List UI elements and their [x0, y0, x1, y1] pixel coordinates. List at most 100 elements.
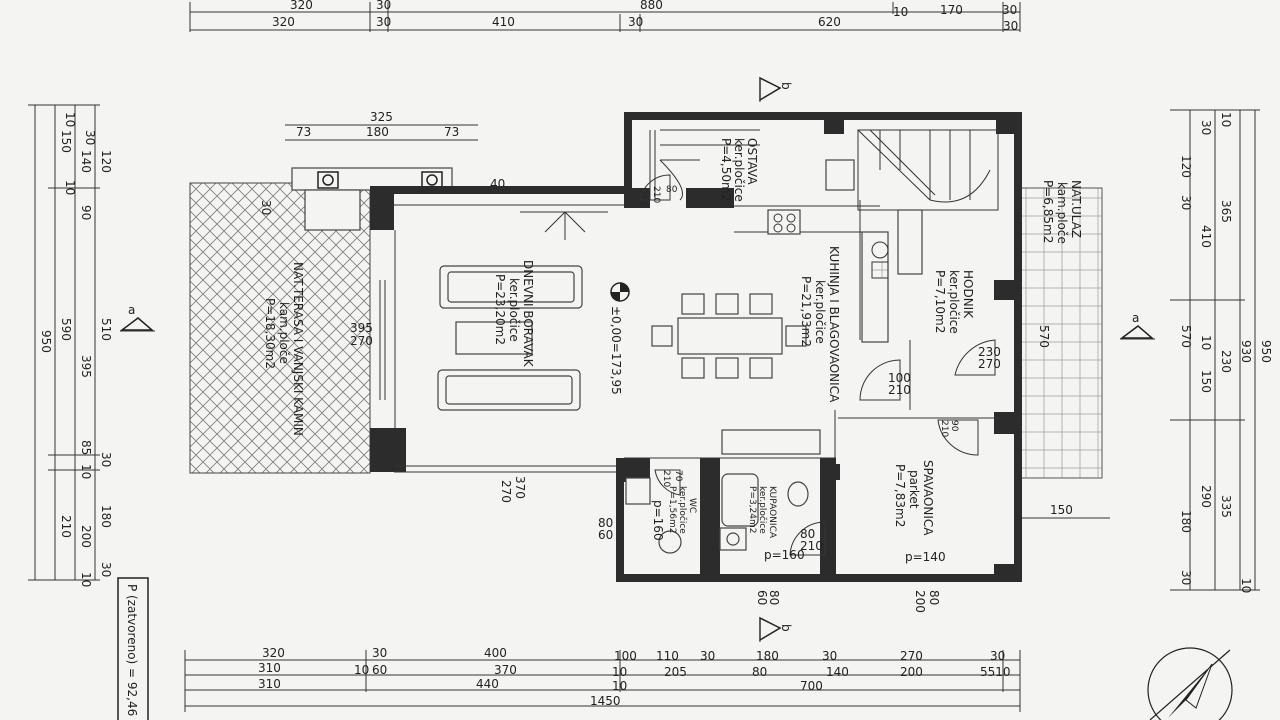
dim-left-10: 10	[79, 464, 93, 479]
svg-text:100: 100	[888, 371, 911, 385]
svg-text:P=4,50m2: P=4,50m2	[719, 138, 733, 201]
right-dimension-lines: 10 30 120 30 365 410 930 950 570 10 150 …	[1170, 109, 1273, 593]
dim-right-16: 10	[1239, 578, 1253, 593]
terrace-label: NAT.TERASA I VANJSKI KAMIN kam.ploče P=1…	[263, 262, 305, 436]
svg-text:ker.pločice: ker.pločice	[507, 278, 521, 342]
section-marker-a-left: a	[119, 303, 155, 332]
room-label-wc: WC ker.pločice P=1,56m2	[667, 486, 697, 534]
svg-text:70: 70	[673, 470, 683, 482]
svg-text:230: 230	[978, 345, 1001, 359]
dim-top-r2-5: 30	[1003, 19, 1018, 33]
svg-text:370: 370	[494, 663, 517, 677]
wardrobe-hall	[897, 209, 923, 275]
opening-labels: 80 210 395 270 100 210 230 270 90 210 37…	[350, 185, 1110, 613]
svg-text:ker.pločice: ker.pločice	[757, 486, 768, 534]
dining-table	[651, 293, 807, 379]
dim-top-r2-2: 410	[492, 15, 515, 29]
dim-right-0: 10	[1219, 112, 1233, 127]
svg-text:30: 30	[372, 646, 387, 660]
wc-toilet	[658, 530, 682, 554]
coffee-table	[455, 321, 533, 355]
dim-left-in-4: 180	[99, 505, 113, 528]
dim-left-6: 510	[99, 318, 113, 341]
svg-text:205: 205	[664, 665, 687, 679]
svg-text:30: 30	[822, 649, 837, 663]
dim-left-13: 10	[79, 572, 93, 587]
svg-text:270: 270	[900, 649, 923, 663]
door-swings	[639, 174, 996, 556]
dim-top-r2-0: 320	[272, 15, 295, 29]
dim-left-in-0: 120	[99, 150, 113, 173]
room-label-ostava: OSTAVA ker.pločice P=4,50m2	[719, 138, 759, 202]
svg-text:ker.pločice: ker.pločice	[947, 270, 961, 334]
dim-left-9: 30	[99, 452, 113, 467]
section-marker-b-top: b	[759, 76, 793, 102]
svg-text:90: 90	[949, 420, 959, 432]
section-label-b-top: b	[779, 82, 793, 90]
svg-text:P=3,24m2: P=3,24m2	[747, 486, 757, 534]
entrance-area-value: P=6,85m2	[1041, 180, 1055, 243]
dim-right-9: 10	[1199, 335, 1213, 350]
dim-top-r2-1: 30	[376, 15, 391, 29]
area-summary-text: P (zatvoreno) = 92,46 m2	[125, 584, 139, 720]
entrance-name: NAT.ULAZ	[1069, 180, 1083, 238]
dim-right-3: 30	[1179, 195, 1193, 210]
svg-text:KUPAONICA: KUPAONICA	[767, 486, 777, 539]
room-label-dnevni: DNEVNI BORAVAK ker.pločice P=23,20m2	[493, 260, 535, 368]
dim-left-3: 150	[59, 130, 73, 153]
svg-text:210: 210	[800, 539, 823, 553]
bathtub	[721, 473, 759, 527]
staircase	[659, 129, 999, 211]
svg-text:P=1,56m2: P=1,56m2	[667, 486, 677, 534]
svg-text:10: 10	[354, 663, 369, 677]
svg-text:100: 100	[614, 649, 637, 663]
dim-right-15: 30	[1179, 570, 1193, 585]
area-summary-box: P (zatvoreno) = 92,46 m2	[117, 577, 149, 720]
svg-text:210: 210	[888, 383, 911, 397]
svg-text:60: 60	[598, 528, 613, 542]
dim-right-14: 180	[1179, 510, 1193, 533]
wc-sink	[625, 477, 651, 505]
dim-terrace-c: 73	[444, 125, 459, 139]
svg-text:HODNIK: HODNIK	[961, 270, 975, 319]
dim-top-r1-4: 170	[940, 3, 963, 17]
level-mark: ±0,00=173,95	[609, 282, 630, 395]
bottom-dimension-lines: 320 30 400 100 110 30 180 30 270 30 310 …	[184, 646, 1021, 712]
level-mark-text: ±0,00=173,95	[609, 306, 623, 395]
svg-text:200: 200	[900, 665, 923, 679]
dim-left-in-1: 140	[79, 150, 93, 173]
dim-right-11: 230	[1219, 350, 1233, 373]
svg-text:270: 270	[499, 480, 513, 503]
svg-text:80: 80	[767, 590, 781, 605]
svg-text:P=7,83m2: P=7,83m2	[893, 464, 907, 527]
svg-text:210: 210	[661, 470, 671, 487]
dim-right-10: 150	[1199, 370, 1213, 393]
dim-right-12: 290	[1199, 485, 1213, 508]
dim-left-in-5: 200	[79, 525, 93, 548]
dim-left-0: 30	[83, 130, 97, 145]
north-arrow-icon	[1147, 647, 1233, 720]
svg-text:P=21,93m2: P=21,93m2	[799, 276, 813, 347]
svg-text:ker.pločice: ker.pločice	[813, 280, 827, 344]
dim-right-2: 120	[1179, 155, 1193, 178]
svg-text:KUHINJA I BLAGOVAONICA: KUHINJA I BLAGOVAONICA	[827, 246, 841, 403]
svg-text:700: 700	[800, 679, 823, 693]
dim-left-4: 950	[39, 330, 53, 353]
section-label-a-right: a	[1132, 311, 1139, 325]
bathroom-fixtures	[625, 473, 809, 554]
room-label-spavaonica: SPAVAONICA parket P=7,83m2	[893, 460, 935, 536]
svg-text:30: 30	[700, 649, 715, 663]
svg-text:395: 395	[350, 321, 373, 335]
entrance-label: NAT.ULAZ kam.ploče P=6,85m2	[1041, 180, 1083, 244]
room-label-kupaonica: KUPAONICA ker.pločice P=3,24m2	[747, 486, 777, 539]
dim-top-r1-0: 320	[290, 0, 313, 12]
terrace-name: NAT.TERASA I VANJSKI KAMIN	[291, 262, 305, 436]
dim-left-8: 85	[79, 440, 93, 455]
svg-text:p=160: p=160	[651, 500, 665, 541]
interior-walls	[379, 130, 1000, 459]
svg-text:p=140: p=140	[905, 550, 946, 564]
section-label-b-bottom: b	[779, 624, 793, 632]
svg-text:p=160: p=160	[764, 548, 805, 562]
terrace-area: 40 30	[189, 167, 505, 474]
